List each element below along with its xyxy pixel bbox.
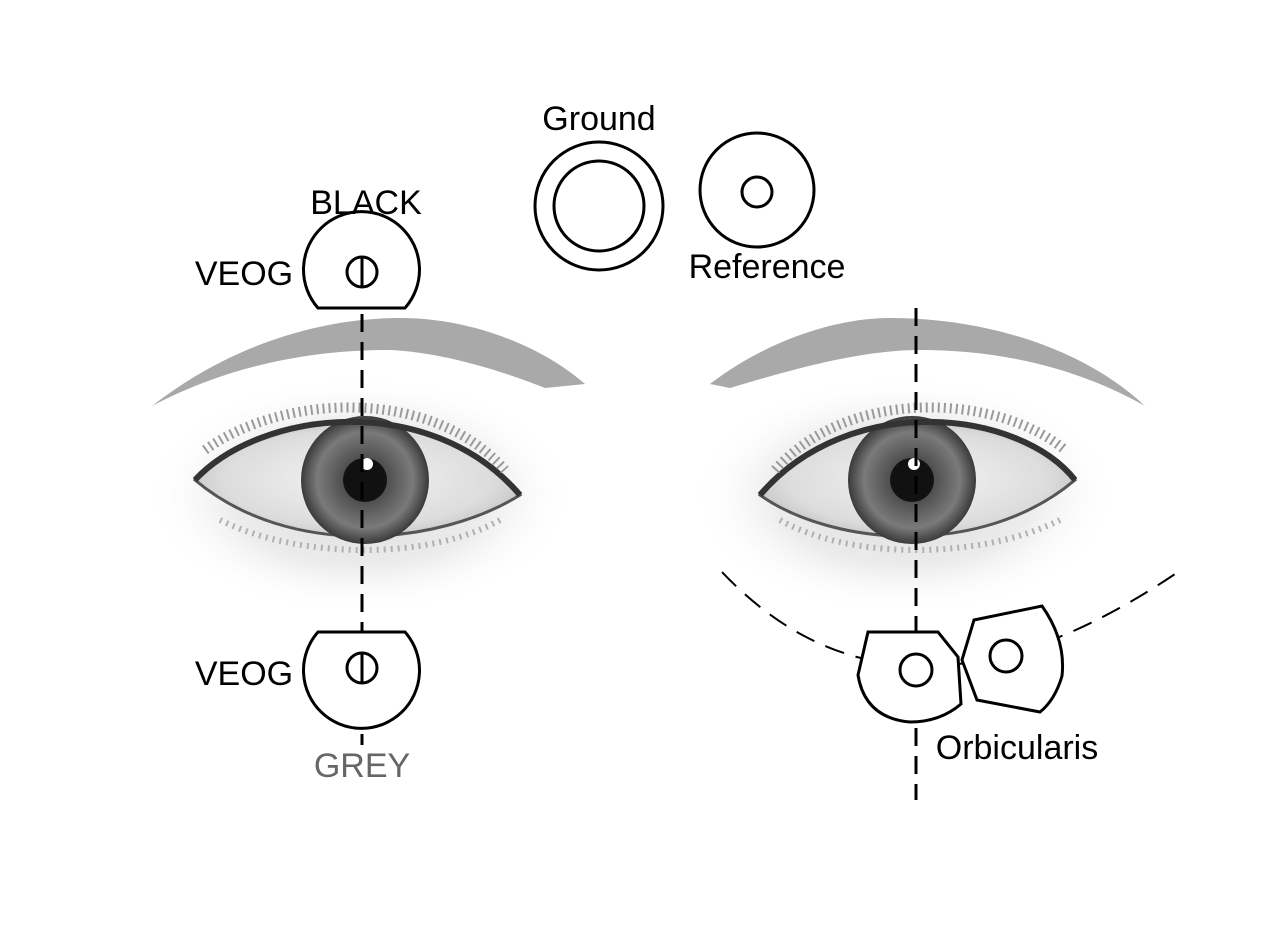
reference-electrode xyxy=(698,131,816,249)
veog-bottom-electrode xyxy=(302,630,421,730)
left-eyebrow xyxy=(152,318,585,406)
veog-top-electrode xyxy=(302,210,421,310)
ground-electrode xyxy=(533,140,665,272)
veog-bottom-label: VEOG xyxy=(195,655,293,693)
left-eye xyxy=(145,375,575,615)
veog-top-label: VEOG xyxy=(195,255,293,293)
black-label: BLACK xyxy=(310,184,422,222)
orbicularis-electrode-right xyxy=(960,604,1065,714)
grey-label: GREY xyxy=(314,747,410,785)
orbicularis-label: Orbicularis xyxy=(936,729,1098,767)
reference-label: Reference xyxy=(689,248,846,286)
right-eyebrow xyxy=(710,318,1145,406)
orbicularis-electrode-left xyxy=(856,630,963,724)
right-eye xyxy=(690,375,1120,615)
ground-label: Ground xyxy=(542,100,655,138)
